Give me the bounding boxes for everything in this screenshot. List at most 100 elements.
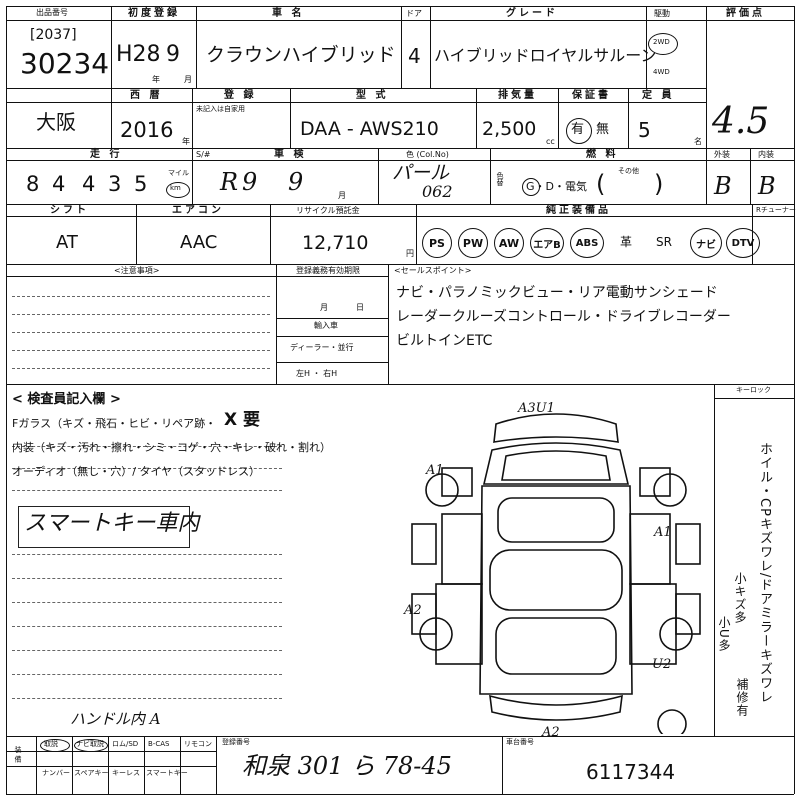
footer-navi-manual-circle bbox=[74, 739, 108, 752]
western-year-label: 西 暦 bbox=[130, 90, 163, 101]
import-label: 輸入車 bbox=[314, 321, 338, 330]
western-year-unit: 年 bbox=[182, 137, 190, 146]
damage-mark: A2 bbox=[542, 725, 560, 740]
fuel-gas-circle bbox=[522, 178, 540, 196]
capacity-value: 5 bbox=[638, 118, 651, 142]
model-name: クラウンハイブリッド bbox=[206, 44, 396, 66]
import-dealer: ディーラー・並行 bbox=[290, 343, 354, 352]
equip-navi-badge: ナビ bbox=[690, 228, 722, 258]
side-vertical-text: ホイル・CPキズワレ/ドアミラーキズワレ bbox=[757, 442, 772, 705]
footer-item: キーレス bbox=[112, 769, 140, 777]
equip-dtv-badge: DTV bbox=[726, 228, 760, 258]
footer-item: ナビ取説 bbox=[76, 740, 104, 748]
damage-mark: A2 bbox=[404, 603, 422, 618]
doors-label: ドア bbox=[406, 9, 422, 18]
warranty-label: 保証書 bbox=[572, 90, 611, 101]
unit-km: km bbox=[170, 184, 181, 192]
color-code: 062 bbox=[422, 182, 453, 201]
mileage-digit: 4 bbox=[82, 172, 96, 196]
footer-item: リモコン bbox=[184, 740, 212, 748]
drive-2wd: 2WD bbox=[653, 38, 670, 46]
ac-value: AAC bbox=[180, 232, 218, 253]
footer-item: 取説 bbox=[44, 740, 58, 748]
damage-mark: A3U1 bbox=[518, 401, 555, 416]
car-diagram bbox=[411, 413, 701, 734]
yen-unit: 円 bbox=[406, 249, 414, 258]
footer-item: B-CAS bbox=[148, 740, 170, 748]
sales-point-line: ナビ・パラノミックビュー・リア電動サンシェード bbox=[396, 285, 718, 301]
inspector-bottom-note: ハンドル内 A bbox=[70, 710, 161, 728]
recycle-value: 12,710 bbox=[302, 232, 369, 254]
inspection-label: 車 検 bbox=[274, 149, 307, 160]
inspector-audio-line: オーディオ（無し・穴）/ タイヤ（スタッドレス） bbox=[12, 465, 261, 478]
side-note: 補修有 bbox=[735, 678, 749, 717]
warranty-no: 無 bbox=[596, 122, 610, 137]
type-value: DAA - AWS210 bbox=[300, 118, 439, 140]
mileage-digit: 5 bbox=[134, 172, 148, 196]
import-hand: 左H ・ 右H bbox=[296, 369, 338, 378]
reg-month: 月 bbox=[320, 303, 328, 312]
warranty-yes-circle bbox=[566, 118, 592, 144]
first-reg-era: H28 bbox=[116, 42, 161, 67]
sales-point-line: ビルトインETC bbox=[396, 333, 493, 349]
type-label: 型 式 bbox=[356, 90, 389, 101]
mileage-digit: 3 bbox=[108, 172, 122, 196]
damage-mark: U2 bbox=[652, 657, 672, 672]
fuel-other-label: その他 bbox=[618, 167, 639, 175]
shift-label: シフト bbox=[50, 205, 89, 216]
footer-item: ロム/SD bbox=[112, 740, 139, 748]
first-reg-month: 9 bbox=[166, 42, 180, 67]
fuel-bracket-close: ) bbox=[654, 170, 664, 198]
inspection-month: 9 bbox=[288, 168, 304, 196]
ext-grade: B bbox=[714, 172, 732, 200]
color-name: パール bbox=[392, 162, 450, 184]
damage-mark: A1 bbox=[426, 463, 444, 478]
unreg-note: 未記入は自家用 bbox=[196, 105, 245, 113]
doors-value: 4 bbox=[408, 44, 421, 68]
equip-airbag-badge: エアB bbox=[530, 228, 564, 258]
vin-value: 6117344 bbox=[586, 760, 676, 784]
equip-aw-badge: AW bbox=[494, 228, 524, 258]
mileage-digit: 4 bbox=[52, 172, 66, 196]
month-unit: 月 bbox=[184, 75, 192, 84]
color-label: 色 (Col.No) bbox=[406, 150, 449, 159]
equip-ps-badge: PS bbox=[422, 228, 452, 258]
inspection-era: R bbox=[220, 168, 239, 196]
inspection-month-unit: 月 bbox=[338, 191, 346, 200]
handwritten-box bbox=[18, 506, 190, 548]
plate-number: 和泉 301 ら 78-45 bbox=[242, 752, 452, 780]
inspector-glass-mark: X 要 bbox=[224, 410, 261, 430]
mileage-digit: 8 bbox=[26, 172, 40, 196]
unit-mile: マイル bbox=[168, 169, 189, 177]
western-year: 2016 bbox=[120, 118, 174, 142]
model-name-label: 車 名 bbox=[272, 8, 305, 19]
color-change-label: 色替 bbox=[496, 172, 504, 186]
listing-code: [2037] bbox=[30, 27, 77, 43]
inspector-title: < 検査員記入欄 > bbox=[12, 392, 121, 407]
first-reg-label: 初度登録 bbox=[128, 8, 180, 19]
score-label: 評価点 bbox=[726, 8, 765, 19]
auction-sheet: 出品番号 [2037] 30234 初度登録 H28 9 年 月 車 名 クラウ… bbox=[6, 6, 796, 795]
fuel-label: 燃 料 bbox=[586, 149, 619, 160]
inspection-year: 9 bbox=[242, 168, 258, 196]
int-label: 内装 bbox=[758, 150, 774, 159]
score-value: 4.5 bbox=[712, 101, 770, 142]
recycle-label: リサイクル預託金 bbox=[296, 206, 360, 215]
listing-label: 出品番号 bbox=[36, 8, 68, 17]
cc-label: 排気量 bbox=[498, 90, 537, 101]
footer-item: ナンバー bbox=[42, 769, 70, 777]
fuel-options: G・D・電気 bbox=[526, 180, 587, 193]
odometer-label: S/# bbox=[196, 150, 211, 159]
damage-mark: A1 bbox=[654, 525, 672, 540]
tuner-label: Rチューナー bbox=[756, 206, 796, 214]
shift-value: AT bbox=[56, 232, 78, 253]
caution-label: <注意事項> bbox=[114, 266, 160, 275]
equip-leather: 革 bbox=[620, 235, 633, 249]
sales-point-label: <セールスポイント> bbox=[394, 266, 472, 275]
inspector-glass-line: Fガラス（キズ・飛石・ヒビ・リペア跡・ bbox=[12, 417, 217, 430]
reg-day: 日 bbox=[356, 303, 364, 312]
vin-label: 車台番号 bbox=[506, 738, 534, 746]
unit-km-circle bbox=[166, 182, 190, 198]
reg-expiry-label: 登録義務有効期限 bbox=[296, 266, 360, 275]
equip-pw-badge: PW bbox=[458, 228, 488, 258]
